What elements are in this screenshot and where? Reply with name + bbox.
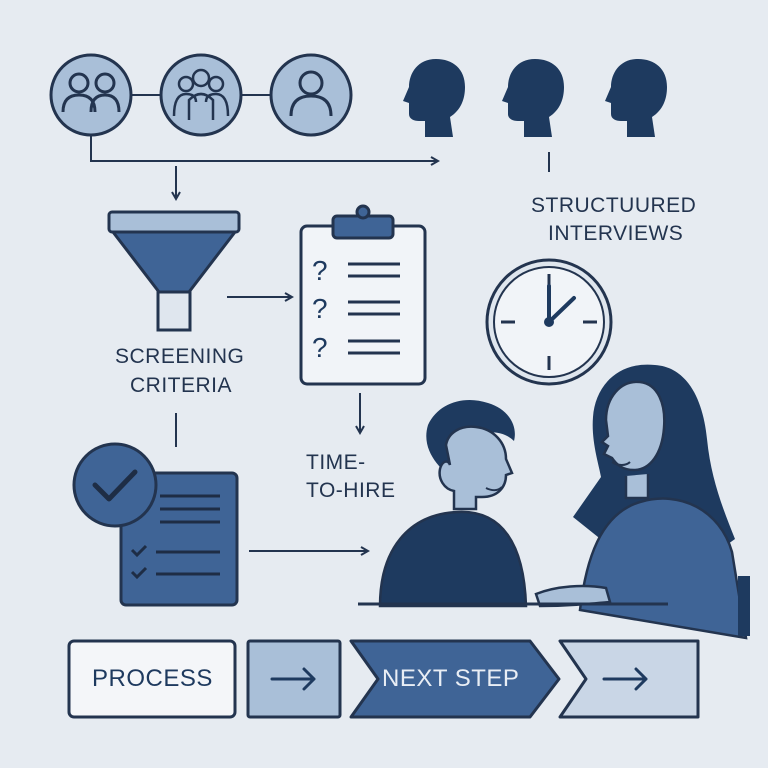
right-arrow-icon — [602, 667, 648, 691]
process-label: PROCESS — [92, 665, 213, 692]
right-arrow-icon — [270, 667, 316, 691]
structured-interviews-label-line1: STRUCTUURED — [531, 194, 697, 217]
next-step-label: NEXT STEP — [382, 665, 520, 692]
process-flow — [67, 639, 700, 719]
interview-meeting-illustration — [358, 364, 750, 640]
interviewer-heads — [403, 59, 667, 137]
clock-icon — [485, 258, 613, 386]
team-group-icon — [159, 53, 243, 137]
structured-interviews-label-line2: INTERVIEWS — [548, 222, 684, 245]
head-silhouette-icon — [605, 59, 667, 137]
candidate-to-interview-arrow — [90, 135, 438, 161]
screening-criteria-label-line1: SCREENING — [115, 345, 245, 368]
head-silhouette-icon — [403, 59, 465, 137]
next-step-chevron — [349, 639, 561, 719]
clipboard-icon: ? ? ? — [299, 204, 427, 386]
process-box — [67, 639, 237, 719]
head-silhouette-icon — [502, 59, 564, 137]
svg-text:?: ? — [312, 332, 328, 363]
svg-text:?: ? — [312, 293, 328, 324]
check-badge-icon — [72, 442, 158, 528]
svg-text:?: ? — [312, 255, 328, 286]
candidate-group-icon — [49, 53, 133, 137]
time-to-hire-label-line2: TO-HIRE — [306, 479, 396, 502]
screening-criteria-label-line2: CRITERIA — [130, 374, 233, 397]
funnel-icon — [107, 210, 241, 332]
time-to-hire-label-line1: TIME- — [306, 451, 366, 474]
single-candidate-icon — [269, 53, 353, 137]
